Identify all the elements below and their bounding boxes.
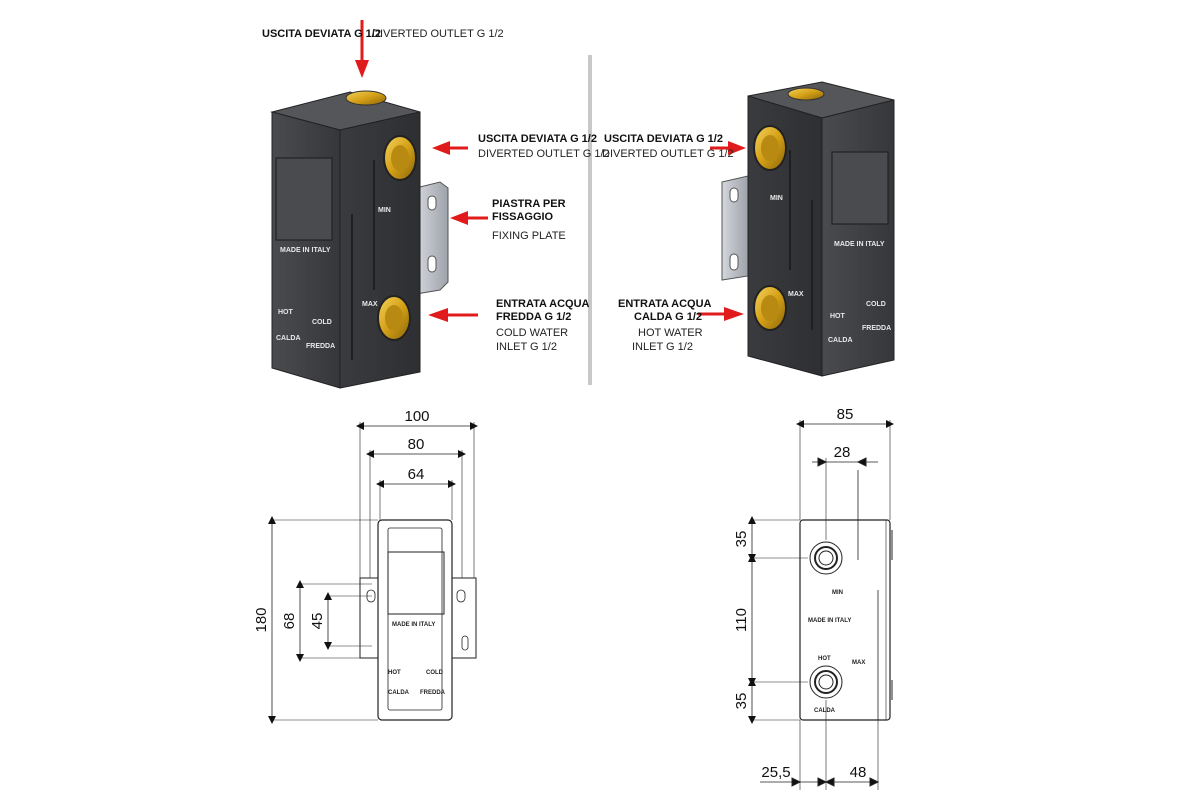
side-hot-port bbox=[809, 665, 843, 699]
arrow-hot-inlet bbox=[724, 307, 744, 321]
side-outlet-port bbox=[809, 541, 843, 575]
side-min: MIN bbox=[832, 590, 843, 596]
fredda-mark: FREDDA bbox=[306, 343, 335, 350]
label-window bbox=[275, 157, 333, 241]
dim-top-to-port: 35 bbox=[733, 531, 750, 548]
made-in-italy-mark: MADE IN ITALY bbox=[280, 247, 331, 254]
dim-port-to-bottom: 35 bbox=[733, 693, 750, 710]
left-red-arrows bbox=[355, 20, 488, 322]
arrow-fixing-plate bbox=[450, 211, 468, 225]
callout-side-outlet-it: USCITA DEVIATA G 1/2 bbox=[478, 133, 597, 145]
dim-width-plate: 100 bbox=[404, 408, 429, 425]
callout-hot-en-2: INLET G 1/2 bbox=[632, 341, 693, 353]
side-technical-view bbox=[748, 420, 894, 790]
callout-plate-it-1: PIASTRA PER bbox=[492, 198, 566, 210]
front-fredda: FREDDA bbox=[420, 690, 446, 696]
callout-cold-it-2: FREDDA G 1/2 bbox=[496, 311, 571, 323]
side-hot: HOT bbox=[818, 656, 831, 662]
max-mark-right: MAX bbox=[788, 291, 804, 298]
cold-mark-right: COLD bbox=[866, 301, 886, 308]
hot-mark-right: HOT bbox=[830, 313, 846, 320]
label-window-right bbox=[831, 151, 889, 225]
dim-right-offset: 48 bbox=[850, 764, 867, 781]
side-made-in-italy: MADE IN ITALY bbox=[808, 618, 851, 624]
front-technical-view bbox=[268, 422, 478, 724]
max-mark: MAX bbox=[362, 301, 378, 308]
side-calda: CALDA bbox=[814, 708, 836, 714]
callout-hot-it-1: ENTRATA ACQUA bbox=[618, 298, 712, 310]
arrow-cold-inlet bbox=[428, 308, 448, 322]
dim-width-inner: 64 bbox=[408, 466, 425, 483]
right-red-arrows bbox=[698, 141, 746, 321]
callout-right-outlet-it: USCITA DEVIATA G 1/2 bbox=[604, 133, 723, 145]
calda-mark: CALDA bbox=[276, 335, 301, 342]
arrow-diverted-outlet bbox=[432, 141, 450, 155]
arrow-right-outlet bbox=[728, 141, 746, 155]
callout-hot-en-1: HOT WATER bbox=[638, 327, 703, 339]
left-3d-view: MADE IN ITALY HOT CALDA COLD FREDDA MIN … bbox=[270, 90, 449, 389]
top-outlet-port bbox=[345, 90, 387, 106]
front-body-outline bbox=[377, 519, 453, 721]
calda-mark-right: CALDA bbox=[828, 337, 853, 344]
cold-mark: COLD bbox=[312, 319, 332, 326]
front-calda: CALDA bbox=[388, 690, 410, 696]
right-3d-view: MADE IN ITALY HOT CALDA COLD FREDDA MIN … bbox=[721, 81, 895, 377]
callout-side-outlet-en: DIVERTED OUTLET G 1/2 bbox=[478, 148, 610, 160]
made-in-italy-mark-right: MADE IN ITALY bbox=[834, 241, 885, 248]
front-made-in-italy: MADE IN ITALY bbox=[392, 622, 435, 628]
callout-hot-it-2: CALDA G 1/2 bbox=[634, 311, 702, 323]
top-outlet-port-right bbox=[787, 87, 825, 101]
dim-slot-spacing: 68 bbox=[281, 613, 298, 630]
arrow-top-outlet bbox=[355, 60, 369, 78]
callout-top-outlet-en: DIVERTED OUTLET G 1/2 bbox=[372, 28, 504, 40]
side-max: MAX bbox=[852, 660, 865, 666]
callout-cold-en-2: INLET G 1/2 bbox=[496, 341, 557, 353]
dim-port-offset: 28 bbox=[834, 444, 851, 461]
min-mark-right: MIN bbox=[770, 195, 783, 202]
hot-mark: HOT bbox=[278, 309, 294, 316]
side-body-outline bbox=[799, 519, 891, 721]
dim-left-offset: 25,5 bbox=[761, 764, 790, 781]
callout-cold-en-1: COLD WATER bbox=[496, 327, 568, 339]
dim-height-total: 180 bbox=[253, 607, 270, 632]
min-mark: MIN bbox=[378, 207, 391, 214]
dim-slot-pitch: 45 bbox=[309, 613, 326, 630]
front-hot: HOT bbox=[388, 670, 401, 676]
front-label-window bbox=[387, 551, 445, 615]
callout-plate-en: FIXING PLATE bbox=[492, 230, 566, 242]
dim-width-outer: 80 bbox=[408, 436, 425, 453]
callout-right-outlet-en: DIVERTED OUTLET G 1/2 bbox=[602, 148, 734, 160]
callout-top-outlet-it: USCITA DEVIATA G 1/2 bbox=[262, 28, 381, 40]
dim-port-spacing: 110 bbox=[733, 608, 750, 632]
callout-cold-it-1: ENTRATA ACQUA bbox=[496, 298, 590, 310]
fredda-mark-right: FREDDA bbox=[862, 325, 891, 332]
front-cold: COLD bbox=[426, 670, 444, 676]
callout-plate-it-2: FISSAGGIO bbox=[492, 211, 554, 223]
dim-side-width: 85 bbox=[837, 406, 854, 423]
